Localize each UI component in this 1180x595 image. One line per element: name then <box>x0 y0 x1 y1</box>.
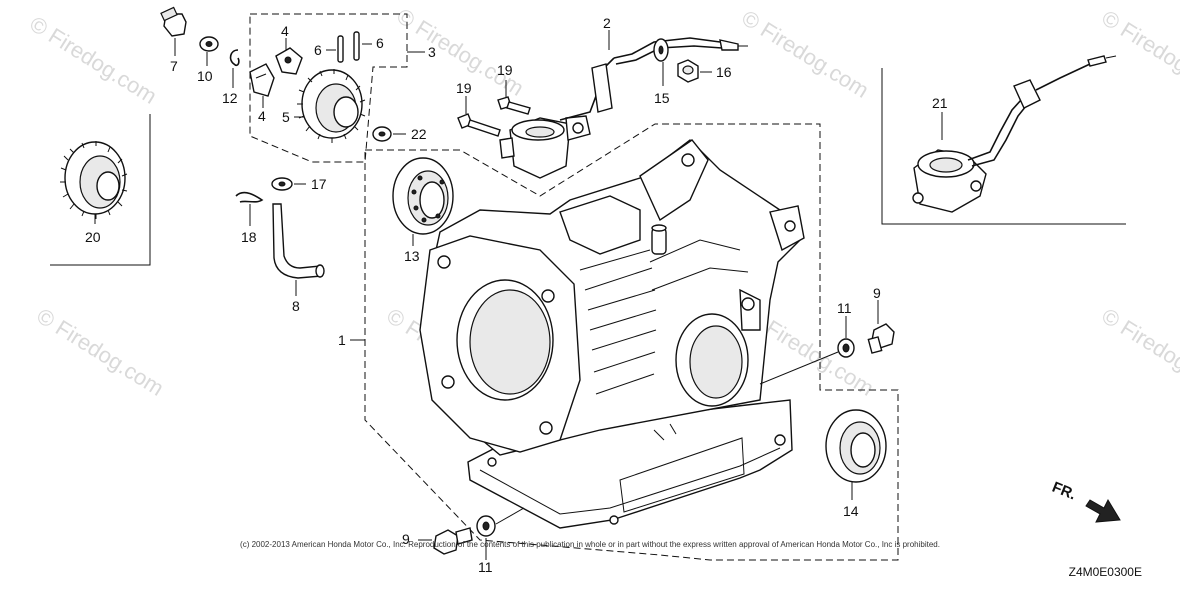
callout-10: 10 <box>197 68 213 84</box>
clip-part-12[interactable] <box>229 49 240 67</box>
callout-14: 14 <box>843 503 859 519</box>
callout-9: 9 <box>402 531 410 547</box>
front-direction-indicator: FR. <box>1050 479 1121 523</box>
bolt-part-19[interactable] <box>457 113 501 137</box>
governor-group-outline <box>249 13 408 163</box>
leader-line <box>759 351 839 385</box>
callout-5: 5 <box>282 109 290 125</box>
callout-11: 11 <box>478 559 493 575</box>
callout-22: 22 <box>411 126 427 142</box>
callout-15: 15 <box>654 90 670 106</box>
callout-21: 21 <box>932 95 948 111</box>
callout-9: 9 <box>873 285 881 301</box>
callout-4: 4 <box>281 23 289 39</box>
bolt-part-19[interactable] <box>497 96 531 115</box>
inset-box-21 <box>881 68 1126 225</box>
callout-16: 16 <box>716 64 732 80</box>
governor-weight-part-4[interactable] <box>249 63 275 97</box>
governor-gear-part-5[interactable] <box>297 69 366 143</box>
callout-19: 19 <box>497 62 513 78</box>
bolt-part-7[interactable] <box>160 6 187 37</box>
oil-alert-switch-part-21[interactable] <box>912 55 1117 213</box>
callout-3: 3 <box>428 44 436 60</box>
washer-part-11[interactable] <box>837 338 855 358</box>
callout-20: 20 <box>85 229 101 245</box>
callout-1: 1 <box>338 332 346 348</box>
callout-8: 8 <box>292 298 300 314</box>
leader-line <box>495 507 525 525</box>
callout-19: 19 <box>456 80 472 96</box>
drain-bolt-part-9[interactable] <box>433 527 473 555</box>
watermark: © Firedog.com <box>1097 303 1180 401</box>
drain-bolt-part-9[interactable] <box>867 323 895 354</box>
inset-box-20 <box>50 114 151 266</box>
breather-tube-part-8[interactable] <box>272 203 325 279</box>
nut-part-16[interactable] <box>677 59 699 83</box>
callout-2: 2 <box>603 15 611 31</box>
watermark: © Firedog.com <box>25 11 161 109</box>
oil-seal-part-14[interactable] <box>825 409 887 483</box>
governor-weight-part-4[interactable] <box>275 47 303 75</box>
callout-11: 11 <box>837 300 852 316</box>
front-direction-label: FR. <box>1050 479 1079 504</box>
clip-part-18[interactable] <box>235 191 264 203</box>
washer-part-10[interactable] <box>199 36 219 52</box>
crankcase-group-outline <box>364 123 899 561</box>
diagram-code: Z4M0E0300E <box>1068 565 1142 579</box>
oil-alert-switch-part-2[interactable] <box>499 37 748 179</box>
washer-part-17[interactable] <box>271 177 293 191</box>
copyright-notice: (c) 2002-2013 American Honda Motor Co., … <box>240 540 940 549</box>
callout-labels: 1 2 3 4 4 5 6 6 7 8 9 9 10 11 11 12 13 1… <box>85 15 948 575</box>
callout-6: 6 <box>314 42 322 58</box>
watermark: © Firedog.com <box>1097 5 1180 103</box>
crankcase-part-1[interactable] <box>419 139 805 529</box>
callout-13: 13 <box>404 248 420 264</box>
washer-part-22[interactable] <box>372 126 392 142</box>
governor-gear-part-20[interactable] <box>60 141 128 219</box>
callout-12: 12 <box>222 90 238 106</box>
washer-part-11[interactable] <box>476 515 496 537</box>
grommet-part-15[interactable] <box>653 38 669 62</box>
callout-7: 7 <box>170 58 178 74</box>
callout-17: 17 <box>311 176 327 192</box>
callout-4: 4 <box>258 108 266 124</box>
pin-part-6[interactable] <box>337 35 344 63</box>
callout-18: 18 <box>241 229 257 245</box>
bearing-part-13[interactable] <box>392 157 454 235</box>
watermark: © Firedog.com <box>737 5 873 103</box>
watermark: © Firedog.com <box>32 303 168 401</box>
callout-6: 6 <box>376 35 384 51</box>
pin-part-6[interactable] <box>353 31 360 61</box>
